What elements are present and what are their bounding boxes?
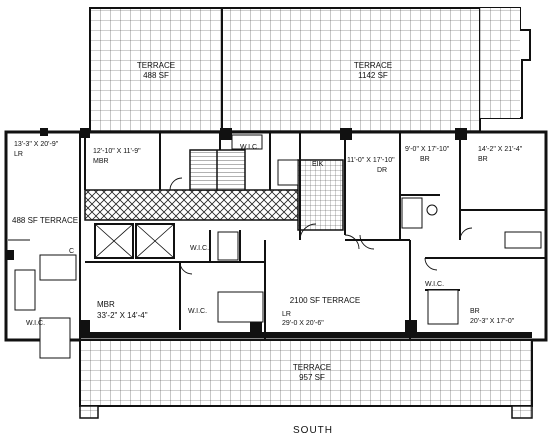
label-mbr-north-name: MBR xyxy=(93,158,109,165)
label-br-ne-name: BR xyxy=(478,156,488,163)
label-br-mid-name: BR xyxy=(420,156,430,163)
label-mbr-south-name: MBR xyxy=(97,300,115,309)
terrace-north-west xyxy=(89,7,223,133)
label-compass-south: SOUTH xyxy=(293,425,333,436)
label-terrace-center: 2100 SF TERRACE xyxy=(290,296,361,305)
label-wic-center: W.I.C. xyxy=(190,245,209,252)
label-terrace-s-area: 957 SF xyxy=(299,373,325,382)
label-br-ne-dims: 14'-2" X 21'-4" xyxy=(478,146,523,153)
label-terrace-nw-area: 488 SF xyxy=(143,71,169,80)
elevators xyxy=(94,223,175,259)
label-mbr-south-dims: 33'-2" X 14'-4" xyxy=(97,311,148,320)
label-terrace-west: 488 SF TERRACE xyxy=(12,216,78,225)
label-lr-south-dims: 29'-0 X 20'-6" xyxy=(282,320,324,327)
label-terrace-nw-name: TERRACE xyxy=(137,61,175,70)
room-labels: TERRACE 488 SF TERRACE 1142 SF 13'-3" X … xyxy=(12,61,523,436)
label-mbr-north-dims: 12'-10" X 11'-9" xyxy=(93,148,141,155)
label-lr-south-name: LR xyxy=(282,311,291,318)
label-eik: EIK xyxy=(312,161,324,168)
label-dr-name: DR xyxy=(377,167,387,174)
label-br-se-name: BR xyxy=(470,308,480,315)
label-closet: C xyxy=(69,248,74,255)
terrace-south xyxy=(79,332,533,419)
label-wic-east: W.I.C. xyxy=(425,281,444,288)
kitchen-floor xyxy=(297,159,344,231)
label-br-se-dims: 20'-3" X 17'-0" xyxy=(470,318,515,325)
label-terrace-ne-area: 1142 SF xyxy=(358,71,388,80)
label-wic-west: W.I.C. xyxy=(26,320,45,327)
columns xyxy=(6,128,467,332)
label-wic-north: W.I.C. xyxy=(240,144,259,151)
label-lr-west-name: LR xyxy=(14,151,23,158)
label-wic-mbr: W.I.C. xyxy=(188,308,207,315)
bath-fixtures xyxy=(14,134,542,359)
label-br-mid-dims: 9'-0" X 17'-10" xyxy=(405,146,450,153)
label-terrace-ne-name: TERRACE xyxy=(354,61,392,70)
terrace-north-east xyxy=(221,7,531,133)
label-dr-dims: 11'-0" X 17'-10" xyxy=(347,157,395,164)
stairs xyxy=(189,149,246,191)
label-terrace-s-name: TERRACE xyxy=(293,363,331,372)
label-lr-west-dims: 13'-3" X 20'-9" xyxy=(14,141,59,148)
corridor xyxy=(84,189,301,221)
doors xyxy=(169,177,473,275)
